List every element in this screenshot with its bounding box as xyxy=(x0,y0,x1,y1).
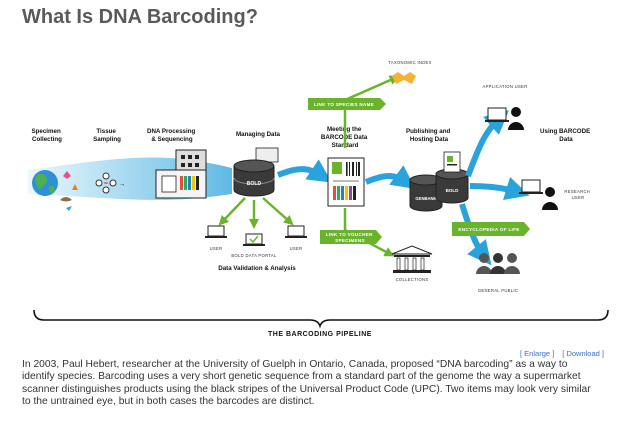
general-public-icon xyxy=(476,253,520,274)
laptop-icon xyxy=(243,233,265,246)
validation-label: Data Validation & Analysis xyxy=(218,265,296,272)
bold-db-label-2: BOLD xyxy=(446,188,459,193)
stage-using-label: Using BARCODE Data xyxy=(540,128,592,143)
svg-text:LINK TO SPECIES NAME: LINK TO SPECIES NAME xyxy=(314,102,374,107)
figure-links: [ Enlarge ] [ Download ] xyxy=(514,349,604,358)
link-to-voucher-tag: LINK TO VOUCHER SPECIMENS xyxy=(320,230,382,244)
stage-publishing-label: Publishing and Hosting Data xyxy=(406,128,452,143)
bold-database-icon: BOLD xyxy=(233,147,279,197)
tissue-sample-icon xyxy=(95,172,117,194)
description-paragraph: In 2003, Paul Hebert, researcher at the … xyxy=(22,359,591,408)
laptop-icon xyxy=(285,225,307,238)
application-user-icon xyxy=(485,107,524,130)
general-public-label: GENERAL PUBLIC xyxy=(478,288,518,293)
butterfly-icon xyxy=(392,72,416,84)
encyclopedia-of-life-tag: ENCYCLOPEDIA OF LIFE xyxy=(452,222,530,236)
svg-text:LINK TO VOUCHER SPECIMEN: LINK TO VOUCHER SPECIMENS xyxy=(326,232,375,243)
page-title: What Is DNA Barcoding? xyxy=(22,6,258,28)
barcoding-pipeline-diagram: Specimen Collecting Tissue Sampling DNA … xyxy=(28,60,609,329)
barcode-document-icon xyxy=(327,157,365,207)
genbank-database-icon: GENBANK xyxy=(409,174,443,212)
laptop-icon xyxy=(205,225,227,238)
validation-arrows xyxy=(218,197,294,229)
dna-lab-icon xyxy=(155,149,207,199)
taxonomic-arrow xyxy=(344,75,400,102)
genbank-label: GENBANK xyxy=(415,196,436,201)
taxonomic-index-label: TAXONOMIC INDEX xyxy=(388,60,432,65)
research-user-icon xyxy=(519,179,558,210)
stage-specimen-label: Specimen Collecting xyxy=(32,128,63,143)
stage-tissue-label: Tissue Sampling xyxy=(93,128,121,143)
bold-database-icon: BOLD xyxy=(435,168,469,204)
svg-text:ENCYCLOPEDIA OF LIFE: ENCYCLOPEDIA OF LIFE xyxy=(458,227,519,232)
link-to-species-tag: LINK TO SPECIES NAME xyxy=(308,98,386,110)
stage-managing-label: Managing Data xyxy=(236,131,281,138)
flow-arrow-managing-meeting xyxy=(276,159,332,183)
collections-label: COLLECTIONS xyxy=(396,277,429,282)
globe-icon xyxy=(32,170,58,196)
bold-portal-label: BOLD DATA PORTAL xyxy=(231,253,277,258)
bold-db-label: BOLD xyxy=(247,181,262,187)
flow-arrow-meeting-publishing xyxy=(364,165,416,190)
museum-icon xyxy=(391,245,433,273)
specimen-animals-icon xyxy=(60,171,78,211)
transfer-arrow-icon: → xyxy=(119,181,125,188)
research-user-label: RESEARCH USER xyxy=(564,189,591,200)
pipeline-label: THE BARCODING PIPELINE xyxy=(268,331,372,338)
enlarge-link[interactable]: [ Enlarge ] xyxy=(520,349,555,358)
document-stack-icon xyxy=(443,151,461,173)
stage-dna-label: DNA Processing & Sequencing xyxy=(147,128,197,143)
application-user-label: APPLICATION USER xyxy=(483,84,528,89)
pipeline-brace xyxy=(33,309,609,329)
user-label-right: USER xyxy=(290,246,303,251)
user-label-left: USER xyxy=(210,246,223,251)
download-link[interactable]: [ Download ] xyxy=(562,349,604,358)
